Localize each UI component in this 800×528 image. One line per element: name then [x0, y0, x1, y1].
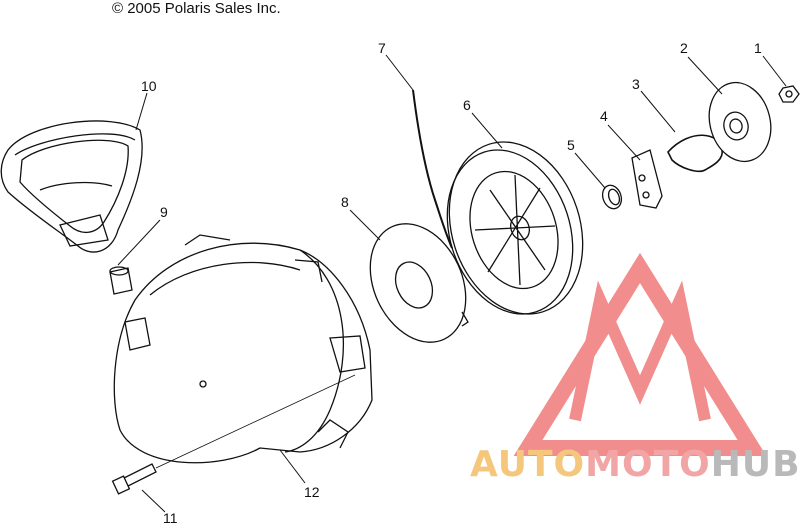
part-9-bushing — [109, 266, 133, 295]
callout-11: 11 — [163, 510, 178, 526]
callout-12: 12 — [304, 484, 320, 500]
callout-9: 9 — [160, 204, 168, 220]
part-11-bolt — [111, 463, 157, 495]
watermark-part-hub: HUB — [710, 444, 800, 485]
callout-10: 10 — [141, 78, 157, 94]
watermark-text: AUTOMOTOHUB — [470, 444, 800, 485]
part-6-pulley — [446, 141, 584, 315]
callout-7: 7 — [378, 40, 386, 56]
copyright-notice: © 2005 Polaris Sales Inc. — [112, 0, 281, 17]
part-7-rope — [412, 89, 453, 249]
callout-4: 4 — [600, 108, 608, 124]
part-3-wire-spring — [667, 134, 723, 173]
callout-8: 8 — [341, 194, 349, 210]
watermark-part-moto: MOTO — [585, 444, 711, 485]
callout-6: 6 — [463, 97, 471, 113]
part-4-pawl — [631, 149, 663, 209]
leader-lines — [117, 54, 787, 513]
watermark-part-auto: AUTO — [470, 444, 586, 485]
part-12-housing — [113, 234, 373, 464]
part-2-cam — [708, 81, 772, 163]
part-1-nut — [778, 85, 800, 103]
callout-1: 1 — [754, 40, 762, 56]
callout-3: 3 — [632, 76, 640, 92]
callout-5: 5 — [567, 137, 575, 153]
part-10-handle — [0, 120, 143, 253]
watermark-logo — [513, 252, 767, 456]
callout-2: 2 — [680, 40, 688, 56]
part-5-spring — [601, 184, 623, 210]
